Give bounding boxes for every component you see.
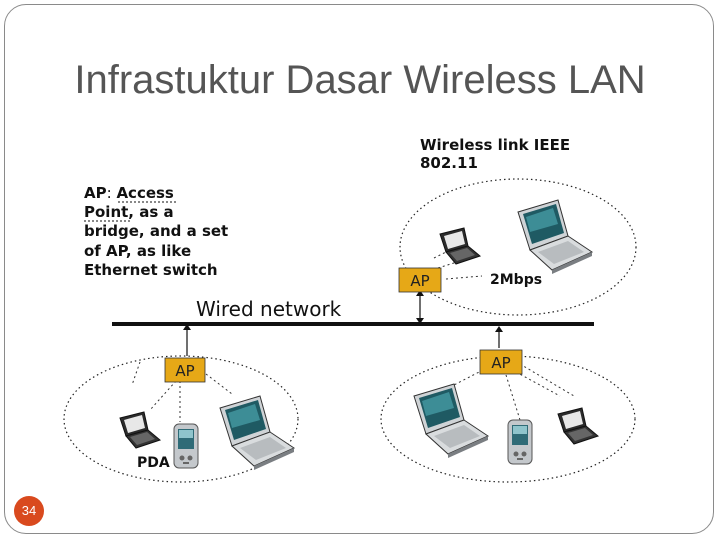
wireless-links-bottom-right (451, 363, 575, 421)
wired-network-arrow (183, 324, 191, 356)
wired-network-label: Wired network (196, 297, 342, 321)
wireless-link-label: Wireless link IEEE (420, 136, 570, 154)
wireless-cell-bottom-left (63, 355, 299, 483)
laptop-icon (439, 227, 481, 265)
ap-box-top-right: AP (398, 267, 442, 293)
pda-icon (173, 423, 199, 469)
svg-text:AP: AP (410, 272, 429, 290)
wireless-link-standard: 802.11 (420, 154, 478, 172)
pda-icon (507, 419, 533, 465)
ap-definition: AP: Access Point, as a bridge, and a set… (84, 184, 228, 279)
wireless-cell-top (399, 178, 637, 316)
laptop-icon (517, 199, 593, 275)
speed-label: 2Mbps (490, 272, 542, 288)
wireless-links-top (433, 249, 483, 280)
ap-bottom-right-arrow (495, 326, 503, 348)
laptop-icon (557, 407, 599, 445)
laptop-icon (119, 411, 161, 449)
ap-box-bottom-left: AP (164, 357, 206, 383)
svg-text:AP: Access: AP: Access (84, 184, 174, 202)
svg-text:of AP, as like: of AP, as like (84, 242, 191, 260)
wireless-cell-bottom-right (380, 355, 636, 483)
wireless-links-bottom-left (131, 361, 233, 422)
wired-link-arrow (416, 290, 424, 324)
laptop-icon (219, 395, 295, 471)
svg-text:bridge, and a set: bridge, and a set (84, 222, 228, 240)
laptop-icon (413, 383, 489, 459)
ap-box-bottom-right: AP (479, 349, 523, 375)
svg-text:AP: AP (175, 362, 194, 380)
svg-text:Ethernet switch: Ethernet switch (84, 261, 218, 279)
svg-text:AP: AP (491, 354, 510, 372)
pda-label: PDA (137, 455, 170, 471)
slide-frame (4, 4, 714, 534)
svg-text:Point, as a: Point, as a (84, 203, 174, 221)
page-number-badge: 34 (14, 496, 44, 526)
slide-title: Infrastuktur Dasar Wireless LAN (74, 58, 646, 102)
